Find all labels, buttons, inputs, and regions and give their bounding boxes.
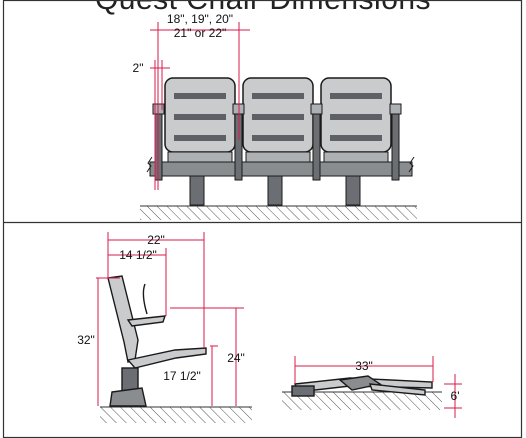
width-label-line1: 18", 19", 20" (167, 12, 233, 26)
page-title: Quest Chair Dimensions (0, 0, 526, 17)
folded-dimensions (294, 356, 462, 418)
folded-length-label: 33" (355, 359, 373, 373)
front-view: 18", 19", 20" 21" or 22" 2" (133, 12, 417, 220)
side-view: 22" 14 1/2" 32" 24" 17 1/2" (77, 232, 252, 423)
front-pedestals (189, 174, 361, 206)
folded-chair (291, 375, 433, 397)
overall-height-label: 32" (77, 333, 95, 347)
seat-3 (320, 77, 392, 163)
width-label-line2: 21" or 22" (174, 26, 227, 40)
side-dimensions (96, 232, 244, 406)
depth-label: 22" (147, 233, 165, 247)
seat-depth-label: 14 1/2" (119, 248, 157, 262)
front-width-dimension (150, 22, 250, 190)
folded-floor (282, 392, 442, 410)
side-chair (107, 275, 207, 407)
folded-view: 33" 6' (282, 356, 462, 418)
seat-height-label: 17 1/2" (163, 369, 201, 383)
arm-height-label: 24" (227, 351, 245, 365)
side-floor (100, 407, 252, 423)
front-floor (140, 206, 417, 220)
seat-2 (242, 77, 314, 163)
folded-height-label: 6' (451, 389, 460, 403)
arm-width-label: 2" (133, 61, 144, 75)
front-beam (149, 161, 413, 177)
seat-1 (164, 77, 236, 163)
